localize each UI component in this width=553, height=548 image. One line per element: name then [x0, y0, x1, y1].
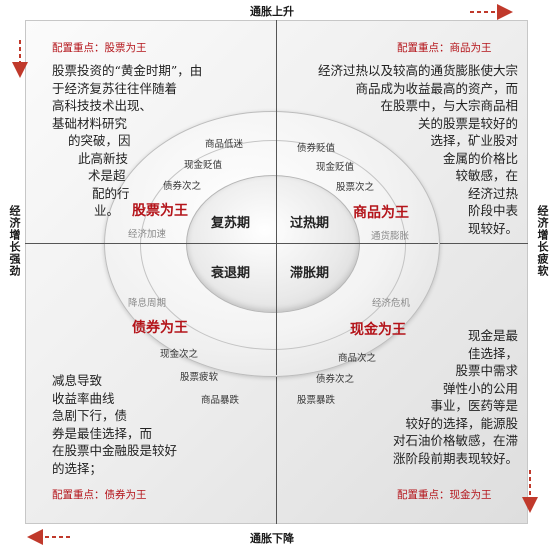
phase-overheat: 过热期	[290, 216, 330, 231]
phase-stagflation: 滞胀期	[290, 266, 330, 281]
axis-label-left: 经济增长强劲	[8, 205, 21, 277]
para-line: 于经济复苏往往伴随着	[52, 80, 178, 96]
para-line: 商品成为收益最高的资产，而	[355, 80, 518, 96]
para-line: 选择，矿业股对	[430, 133, 518, 148]
para-line: 股票投资的“黄金时期”，由	[52, 63, 203, 78]
inner-ring	[186, 175, 360, 313]
focus-prefix: 配置重点：	[397, 489, 450, 501]
para-line: 急剧下行，债	[52, 408, 128, 423]
recession-item: 现金次之	[160, 349, 199, 360]
paragraph-bottom-left: 减息导致 收益率曲线 急剧下行，债 券是最佳选择，而 在股票中金融股是较好 的选…	[52, 372, 177, 477]
para-line: 金属的价格比	[442, 150, 518, 166]
recovery-item: 债券次之	[163, 181, 202, 192]
paragraph-top-right: 经济过热以及较高的通货膨胀使大宗 商品成为收益最高的资产，而 在股票中，与大宗商…	[282, 62, 518, 237]
recession-tag: 降息周期	[128, 298, 167, 309]
para-line: 对石油价格敏感，在滞	[392, 433, 518, 448]
para-line: 佳选择，	[467, 345, 518, 361]
para-line: 涨阶段前期表现较好。	[392, 450, 518, 466]
phase-recovery: 复苏期	[211, 216, 251, 231]
king-stocks: 股票为王	[132, 203, 188, 219]
focus-bottom-left: 配置重点：债券为王	[52, 487, 147, 502]
para-line: 关的股票是较好的	[417, 115, 518, 131]
para-line: 在股票中，与大宗商品相	[380, 98, 518, 113]
para-line: 较敏感，在	[455, 168, 518, 183]
axis-label-top: 通胀上升	[250, 5, 294, 18]
axis-label-right: 经济增长疲软	[536, 205, 549, 277]
focus-value: 股票为王	[104, 42, 147, 54]
king-commodities: 商品为王	[353, 205, 409, 221]
para-line: 经济过热以及较高的通货膨胀使大宗	[317, 63, 518, 78]
para-line: 收益率曲线	[52, 390, 115, 406]
para-line: 此高新技	[78, 150, 129, 166]
overheat-tag: 通货膨胀	[371, 231, 410, 242]
focus-prefix: 配置重点：	[52, 42, 105, 54]
para-line: 现金是最	[467, 328, 518, 343]
recession-item: 商品暴跌	[201, 395, 240, 406]
focus-value: 商品为王	[449, 42, 492, 54]
overheat-item: 债券贬值	[297, 143, 336, 154]
stagflation-tag: 经济危机	[372, 298, 411, 309]
focus-prefix: 配置重点：	[52, 489, 105, 501]
para-line: 经济过热	[467, 185, 518, 201]
para-line: 事业，医药等是	[430, 398, 518, 413]
recession-item: 股票疲软	[180, 372, 219, 383]
para-line: 配的行	[92, 185, 130, 201]
king-bonds: 债券为王	[132, 320, 188, 336]
paragraph-bottom-right: 现金是最 佳选择， 股票中需求 弹性小的公用 事业，医药等是 较好的选择，能源股…	[300, 327, 518, 467]
para-line: 高科技技术出现、	[52, 98, 153, 113]
recovery-item: 现金贬值	[184, 160, 223, 171]
focus-bottom-right: 配置重点：现金为王	[397, 487, 492, 502]
stagflation-item: 股票暴跌	[297, 395, 336, 406]
para-line: 基础材料研究	[52, 115, 128, 131]
overheat-item: 现金贬值	[316, 162, 355, 173]
recovery-tag: 经济加速	[128, 229, 167, 240]
king-cash: 现金为王	[350, 322, 406, 338]
para-line: 券是最佳选择，而	[52, 425, 153, 441]
recovery-item: 商品低迷	[205, 139, 244, 150]
paragraph-top-left: 股票投资的“黄金时期”，由 于经济复苏往往伴随着 高科技技术出现、 基础材料研究…	[52, 62, 202, 220]
focus-value: 现金为王	[449, 489, 492, 501]
axis-label-bottom: 通胀下降	[250, 532, 294, 545]
phase-recession: 衰退期	[211, 266, 251, 281]
stagflation-item: 债券次之	[316, 374, 355, 385]
stagflation-item: 商品次之	[338, 353, 377, 364]
para-line: 弹性小的公用	[442, 380, 518, 396]
ring-horizontal-line	[104, 243, 438, 244]
overheat-item: 股票次之	[336, 182, 375, 193]
para-line: 股票中需求	[455, 363, 518, 378]
para-line: 阶段中表	[467, 203, 518, 218]
para-line: 现较好。	[467, 220, 518, 236]
para-line: 在股票中金融股是较好	[52, 443, 178, 458]
focus-value: 债券为王	[104, 489, 147, 501]
para-line: 业。	[94, 203, 120, 218]
para-line: 术是超	[88, 168, 126, 183]
focus-top-right: 配置重点：商品为王	[397, 40, 492, 55]
focus-top-left: 配置重点：股票为王	[52, 40, 147, 55]
para-line: 较好的选择，能源股	[405, 415, 518, 431]
para-line: 减息导致	[52, 373, 103, 388]
para-line: 的选择；	[52, 460, 103, 476]
focus-prefix: 配置重点：	[397, 42, 450, 54]
para-line: 的突破，因	[68, 133, 131, 148]
